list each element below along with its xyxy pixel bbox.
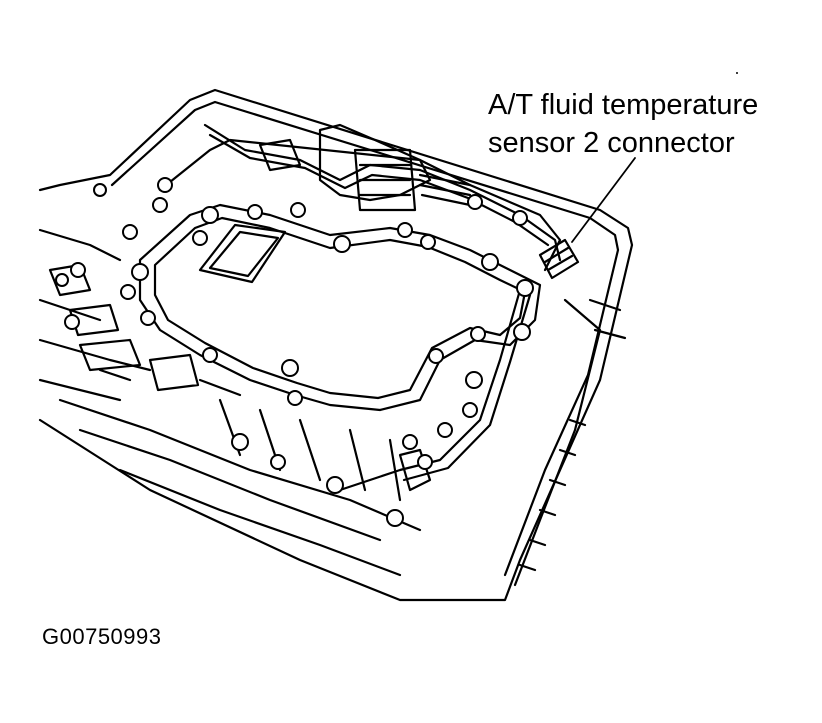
right-rib-marks bbox=[518, 418, 587, 572]
callout-label: A/T fluid temperature sensor 2 connector bbox=[488, 86, 758, 162]
case-outline bbox=[38, 88, 634, 602]
callout-line-2: sensor 2 connector bbox=[488, 127, 735, 159]
speck bbox=[736, 72, 738, 74]
left-wall bbox=[38, 228, 152, 402]
callout-line-1: A/T fluid temperature bbox=[488, 89, 759, 121]
bolts bbox=[55, 177, 534, 527]
valve-body-gasket-inner bbox=[153, 216, 527, 400]
lower-ribs bbox=[58, 398, 422, 577]
callout-leader-line bbox=[571, 157, 636, 243]
case-inner-rim bbox=[110, 100, 620, 577]
figure-id: G00750993 bbox=[42, 624, 162, 649]
wiring-harness bbox=[203, 123, 562, 262]
valve-body-gasket bbox=[138, 203, 542, 412]
upper-plate bbox=[158, 138, 562, 272]
cover-plate bbox=[198, 223, 287, 284]
left-passages bbox=[48, 263, 242, 397]
